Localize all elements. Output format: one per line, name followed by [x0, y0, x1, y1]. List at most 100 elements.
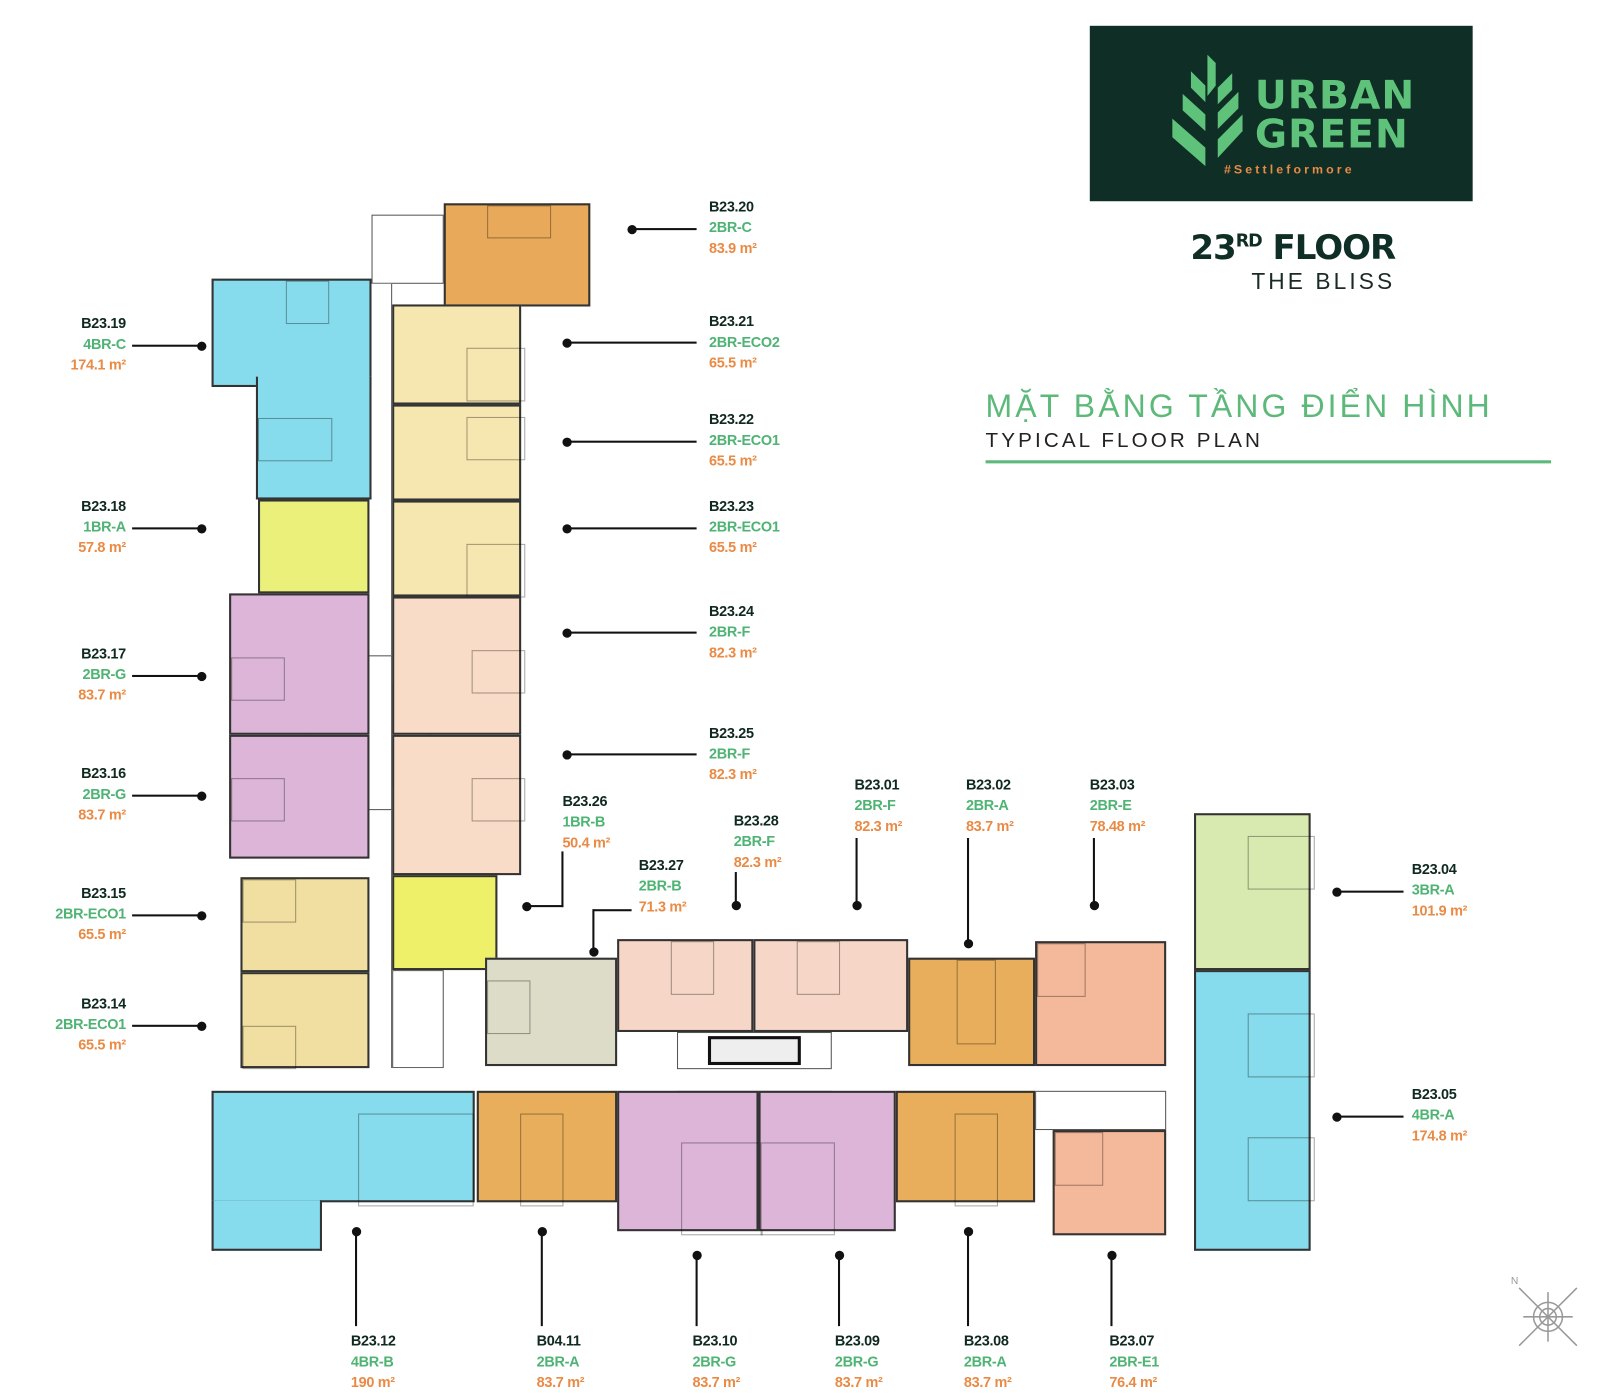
unit-b23-09[interactable] — [758, 1090, 896, 1236]
unit-b23-28[interactable] — [617, 939, 754, 1032]
unit-area: 101.9 m² — [1411, 901, 1468, 919]
compass-north-label: N — [1511, 1276, 1518, 1287]
unit-b23-24[interactable] — [392, 596, 526, 735]
unit-code: B23.22 — [708, 410, 754, 428]
callout-line — [132, 794, 202, 797]
unit-code: B23.09 — [834, 1332, 880, 1349]
unit-code: B23.04 — [1411, 860, 1457, 878]
unit-code: B23.02 — [965, 776, 1011, 793]
callout-line — [966, 1231, 970, 1327]
callout-dot — [196, 341, 206, 351]
unit-type: 3BR-A — [1411, 881, 1455, 898]
callout-line — [526, 905, 564, 908]
unit-b23-14[interactable] — [240, 972, 370, 1070]
unit-b23-05[interactable] — [1194, 970, 1315, 1251]
unit-b23-18[interactable] — [258, 499, 370, 594]
unit-type: 2BR-G — [82, 785, 126, 802]
room-outline — [285, 280, 330, 325]
callout-line — [1336, 890, 1404, 893]
unit-b23-20[interactable] — [443, 203, 591, 307]
floor-word: FLOOR — [1272, 227, 1397, 268]
callout-dot — [561, 523, 572, 534]
logo-tagline: #Settleformore — [1223, 162, 1355, 177]
callout-line — [1092, 837, 1095, 906]
callout-line — [132, 344, 202, 347]
unit-b23-19[interactable] — [211, 278, 372, 387]
plan-title-english: TYPICAL FLOOR PLAN — [985, 429, 1264, 453]
unit-code: B23.21 — [708, 312, 754, 330]
callout-dot — [351, 1226, 361, 1236]
unit-type: 2BR-E1 — [1109, 1352, 1159, 1370]
unit-area: 82.3 m² — [733, 853, 782, 870]
unit-b23-07[interactable] — [1052, 1130, 1167, 1236]
unit-type: 2BR-G — [834, 1352, 879, 1370]
unit-code: B23.20 — [708, 198, 754, 215]
logo-line-2: GREEN — [1254, 111, 1409, 157]
room-outline — [1247, 835, 1315, 890]
callout-line — [566, 631, 697, 634]
unit-type: 2BR-ECO1 — [55, 1015, 126, 1032]
callout-line — [132, 914, 202, 917]
callout-line — [1110, 1254, 1113, 1327]
unit-type: 2BR-ECO1 — [708, 518, 780, 535]
unit-area: 83.7 m² — [78, 686, 126, 703]
stair-core-central — [392, 970, 444, 1069]
unit-code: B23.19 — [81, 314, 126, 332]
unit-b23-16[interactable] — [229, 734, 370, 859]
unit-b23-23[interactable] — [392, 500, 526, 598]
unit-type: 2BR-G — [82, 665, 126, 683]
unit-b23-22[interactable] — [392, 404, 526, 501]
unit-b23-27[interactable] — [485, 957, 618, 1067]
unit-b04-11[interactable] — [476, 1090, 618, 1207]
unit-type: 2BR-G — [692, 1352, 736, 1370]
room-outline — [520, 1113, 564, 1207]
callout-dot — [537, 1226, 547, 1236]
callout-line — [355, 1231, 358, 1327]
unit-b23-10[interactable] — [617, 1090, 763, 1236]
unit-code: B23.08 — [963, 1332, 1009, 1349]
unit-area: 83.7 m² — [78, 805, 126, 823]
unit-b23-12[interactable] — [211, 1090, 475, 1207]
callout-dot — [691, 1250, 702, 1260]
unit-type: 2BR-E — [1089, 796, 1132, 814]
callout-dot — [963, 938, 973, 948]
callout-dot — [834, 1250, 844, 1260]
unit-code: B04.11 — [536, 1332, 581, 1349]
unit-b23-04[interactable] — [1194, 813, 1315, 971]
callout-line — [734, 872, 737, 906]
unit-area: 65.5 m² — [708, 452, 757, 469]
unit-code: B23.15 — [81, 884, 126, 901]
unit-b23-19-wing[interactable] — [255, 376, 372, 500]
unit-code: B23.14 — [81, 994, 126, 1012]
callout-dot — [561, 437, 572, 447]
unit-b23-17[interactable] — [229, 593, 370, 735]
unit-b23-03[interactable] — [1035, 941, 1167, 1067]
room-outline — [242, 1025, 297, 1070]
callout-line — [540, 1231, 543, 1327]
unit-b23-26[interactable] — [392, 875, 498, 971]
unit-b23-12-wing[interactable] — [211, 1200, 322, 1251]
unit-type: 2BR-F — [733, 832, 775, 850]
floor-number: 23 — [1190, 227, 1236, 268]
room-outline — [471, 778, 526, 822]
unit-area: 83.9 m² — [708, 239, 757, 256]
urban-green-logo: URBAN GREEN #Settleformore — [1089, 25, 1473, 202]
room-outline — [487, 980, 531, 1035]
room-outline — [760, 1142, 835, 1236]
unit-b23-21[interactable] — [392, 304, 526, 405]
unit-b23-01[interactable] — [753, 939, 909, 1032]
unit-b23-08[interactable] — [895, 1090, 1036, 1207]
callout-line — [592, 909, 595, 952]
unit-b23-02[interactable] — [908, 957, 1036, 1067]
unit-b23-25[interactable] — [392, 734, 526, 876]
callout-line — [837, 1254, 841, 1327]
callout-line — [593, 909, 632, 912]
unit-b23-15[interactable] — [240, 877, 370, 973]
